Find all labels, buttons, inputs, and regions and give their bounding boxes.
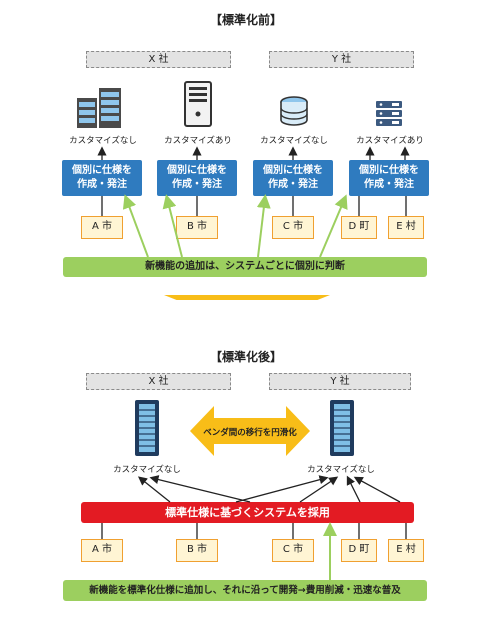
server-cabinet-icon bbox=[135, 400, 159, 456]
custom-label-2: カスタマイズあり bbox=[164, 136, 232, 146]
city-e-before: E 村 bbox=[388, 216, 424, 239]
custom-label-4: カスタマイズあり bbox=[356, 136, 424, 146]
city-c-after: C 市 bbox=[272, 539, 314, 562]
order-box-4: 個別に仕様を 作成・発注 bbox=[349, 160, 429, 196]
server-rack-icon bbox=[77, 88, 121, 128]
rack-server-icon bbox=[376, 101, 402, 126]
city-d-after: D 町 bbox=[341, 539, 377, 562]
database-icon bbox=[280, 96, 308, 126]
before-connectors bbox=[97, 146, 410, 300]
before-title: 【標準化前】 bbox=[209, 13, 282, 27]
after-green-bar: 新機能を標準化仕様に追加し、それに沿って開発→費用削減・迅速な普及 bbox=[63, 580, 427, 601]
custom-label-x-after: カスタマイズなし bbox=[113, 465, 181, 475]
custom-label-3: カスタマイズなし bbox=[260, 136, 328, 146]
custom-label-1: カスタマイズなし bbox=[69, 136, 137, 146]
before-green-bar: 新機能の追加は、システムごとに個別に判断 bbox=[63, 257, 427, 277]
city-a-after: A 市 bbox=[81, 539, 123, 562]
standard-spec-bar: 標準仕様に基づくシステムを採用 bbox=[81, 502, 414, 523]
vendor-x-after: X 社 bbox=[86, 373, 231, 390]
vendor-x-before: X 社 bbox=[86, 51, 231, 68]
server-cabinet-icon bbox=[330, 400, 354, 456]
order-box-2: 個別に仕様を 作成・発注 bbox=[157, 160, 237, 196]
tower-server-icon bbox=[184, 81, 212, 127]
city-b-after: B 市 bbox=[176, 539, 218, 562]
after-connectors bbox=[101, 475, 407, 580]
order-box-3: 個別に仕様を 作成・発注 bbox=[253, 160, 333, 196]
city-a-before: A 市 bbox=[81, 216, 123, 239]
transition-down-arrow bbox=[164, 295, 330, 300]
vendor-y-after: Y 社 bbox=[269, 373, 411, 390]
city-d-before: D 町 bbox=[341, 216, 377, 239]
order-box-1: 個別に仕様を 作成・発注 bbox=[62, 160, 142, 196]
custom-label-y-after: カスタマイズなし bbox=[307, 465, 375, 475]
after-title: 【標準化後】 bbox=[209, 350, 282, 364]
migration-label: ベンダ間の移行を円滑化 bbox=[203, 428, 297, 438]
city-e-after: E 村 bbox=[388, 539, 424, 562]
city-c-before: C 市 bbox=[272, 216, 314, 239]
city-b-before: B 市 bbox=[176, 216, 218, 239]
migration-double-arrow bbox=[190, 406, 310, 456]
vendor-y-before: Y 社 bbox=[269, 51, 414, 68]
